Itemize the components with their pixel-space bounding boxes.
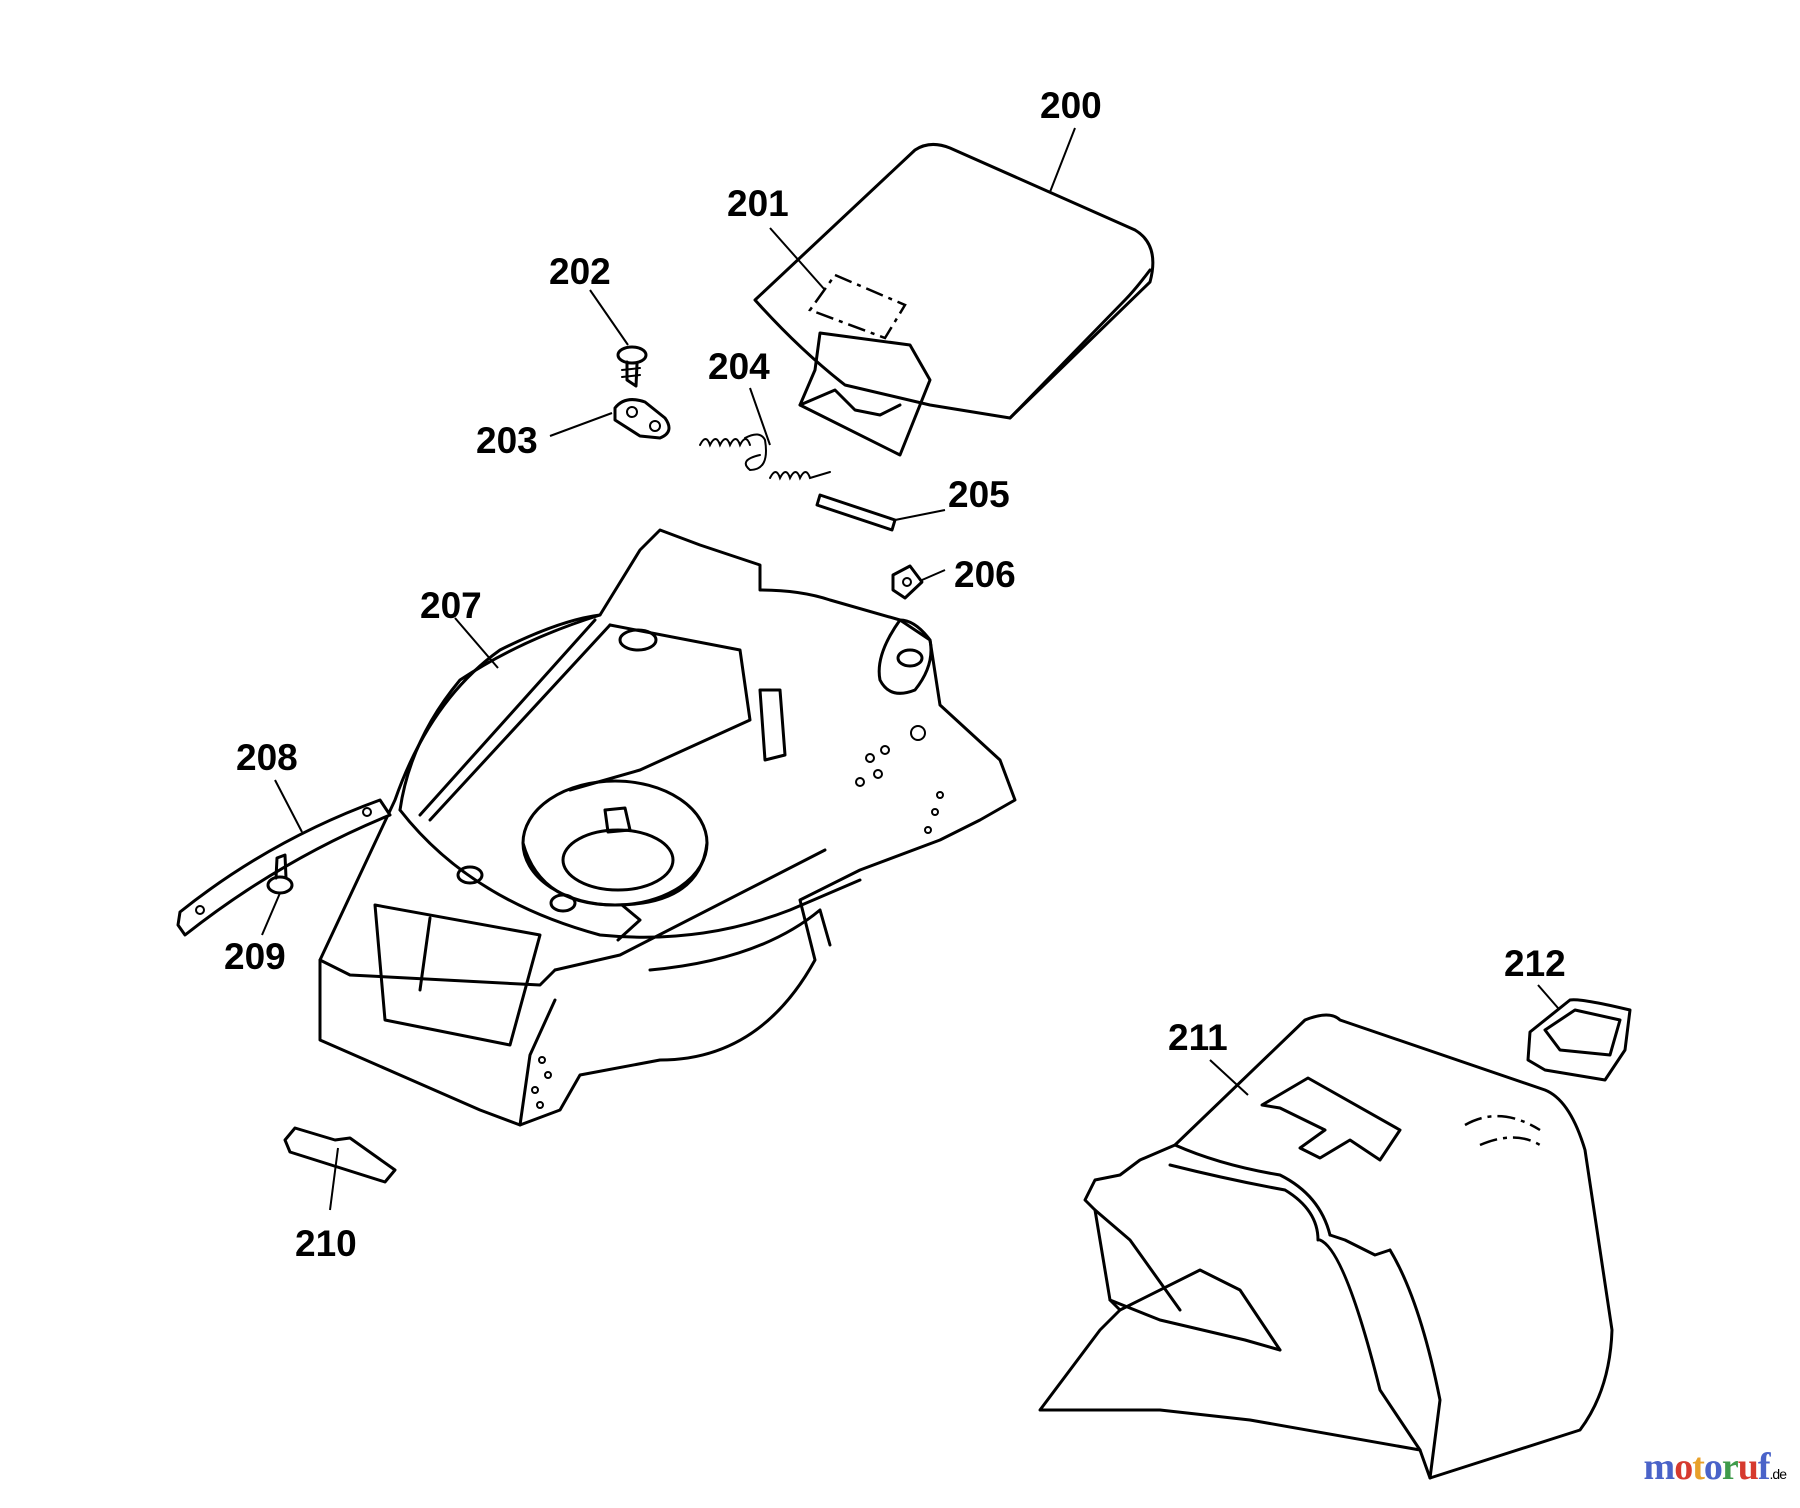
callout-205: 205 <box>948 474 1010 515</box>
callouts: 200 201 202 203 204 205 206 207 208 209 … <box>224 85 1566 1264</box>
watermark-letter: m <box>1643 1446 1676 1488</box>
watermark-letter: t <box>1692 1446 1705 1488</box>
watermark-letter: r <box>1721 1446 1739 1488</box>
callout-211: 211 <box>1168 1017 1228 1058</box>
part-202-screw <box>616 345 648 388</box>
part-203-plate <box>613 398 671 440</box>
watermark-letter: f <box>1757 1446 1771 1488</box>
callout-202: 202 <box>549 251 611 292</box>
callout-204: 204 <box>708 346 770 387</box>
watermark-tld: .de <box>1769 1466 1787 1482</box>
callout-201: 201 <box>727 183 789 224</box>
callout-210: 210 <box>295 1223 357 1264</box>
part-211-grass-catcher <box>1038 1013 1614 1480</box>
part-208-strip <box>176 798 392 937</box>
watermark-word: motoruf <box>1643 1446 1771 1488</box>
callout-209: 209 <box>224 936 286 977</box>
callout-208: 208 <box>236 737 298 778</box>
callout-207: 207 <box>420 585 482 626</box>
watermark-letter: u <box>1737 1446 1759 1488</box>
watermark-letter: o <box>1703 1446 1723 1488</box>
watermark-letter: o <box>1674 1446 1693 1488</box>
part-206-nut <box>891 564 924 600</box>
callout-212: 212 <box>1504 943 1566 984</box>
part-205-rod <box>815 493 897 532</box>
part-207-deck <box>318 528 1017 1127</box>
part-210-blade <box>283 1126 397 1184</box>
part-200-rear-flap <box>753 143 1155 457</box>
callout-200: 200 <box>1040 85 1102 126</box>
part-201-label <box>808 273 907 340</box>
watermark-logo: motoruf.de <box>1643 1445 1787 1489</box>
part-212-clip <box>1526 998 1632 1082</box>
callout-206: 206 <box>954 554 1016 595</box>
callout-203: 203 <box>476 420 538 461</box>
leader-lines <box>261 127 1559 1211</box>
part-204-spring <box>699 433 831 481</box>
